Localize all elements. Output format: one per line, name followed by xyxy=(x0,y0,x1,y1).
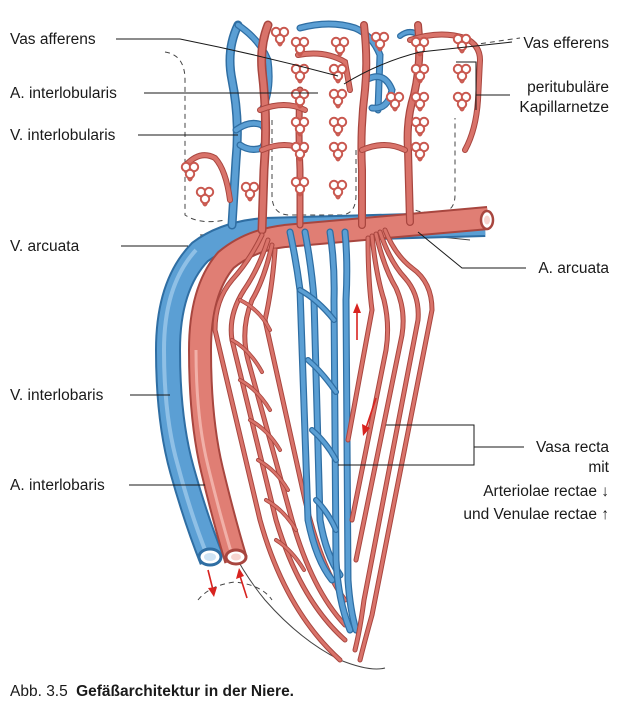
glomerulus xyxy=(195,186,215,207)
glomeruli xyxy=(180,26,472,207)
glomerulus xyxy=(452,91,472,112)
glomerulus xyxy=(385,91,405,112)
glomerulus xyxy=(410,141,430,162)
glomerulus xyxy=(290,141,310,162)
glomerulus xyxy=(180,161,200,182)
label-a-arcuata: A. arcuata xyxy=(538,260,609,277)
glomerulus xyxy=(452,33,472,54)
glomerulus xyxy=(290,176,310,197)
v-interlobaris-vessel xyxy=(154,211,486,565)
label-v-arcuata: V. arcuata xyxy=(10,238,80,255)
glomerulus xyxy=(328,179,348,200)
glomerulus xyxy=(452,63,472,84)
flow-arrows xyxy=(207,303,377,599)
glomerulus xyxy=(410,116,430,137)
a-interlobaris-vessel xyxy=(187,206,490,564)
label-vas-efferens: Vas efferens xyxy=(523,35,609,52)
glomerulus xyxy=(328,63,348,84)
caption-title: Gefäßarchitektur in der Niere. xyxy=(76,683,294,700)
label-vasa-recta-2: mit xyxy=(588,459,609,476)
label-peritubular-1: peritubuläre xyxy=(527,79,609,96)
glomerulus xyxy=(328,88,348,109)
lobule-outlines xyxy=(164,37,521,601)
label-v-interlobaris: V. interlobaris xyxy=(10,387,104,404)
glomerulus xyxy=(270,26,290,47)
label-v-interlobularis: V. interlobularis xyxy=(10,127,116,144)
glomerulus xyxy=(328,141,348,162)
figure-caption: Abb. 3.5 Gefäßarchitektur in der Niere. xyxy=(10,683,294,701)
glomerulus xyxy=(240,181,260,202)
caption-number: Abb. 3.5 xyxy=(10,683,68,700)
glomerulus xyxy=(328,116,348,137)
labels: Vas afferens A. interlobularis V. interl… xyxy=(10,31,610,523)
label-vas-afferens: Vas afferens xyxy=(10,31,96,48)
glomerulus xyxy=(330,36,350,57)
label-vasa-recta-1: Vasa recta xyxy=(536,439,609,456)
label-peritubular-2: Kapillarnetze xyxy=(519,99,609,116)
glomerulus xyxy=(410,63,430,84)
label-a-interlobularis: A. interlobularis xyxy=(10,85,117,102)
glomerulus xyxy=(290,36,310,57)
vasa-recta xyxy=(212,227,435,663)
glomerulus xyxy=(290,88,310,109)
label-vasa-recta-3: Arteriolae rectae ↓ xyxy=(483,483,609,500)
glomerulus xyxy=(410,91,430,112)
glomerulus xyxy=(410,36,430,57)
label-a-interlobaris: A. interlobaris xyxy=(10,477,105,494)
vessel-cut-ends xyxy=(197,209,495,567)
glomerulus xyxy=(370,31,390,52)
leader-lines xyxy=(116,38,526,486)
glomerulus xyxy=(290,116,310,137)
label-vasa-recta-4: und Venulae rectae ↑ xyxy=(463,506,609,523)
